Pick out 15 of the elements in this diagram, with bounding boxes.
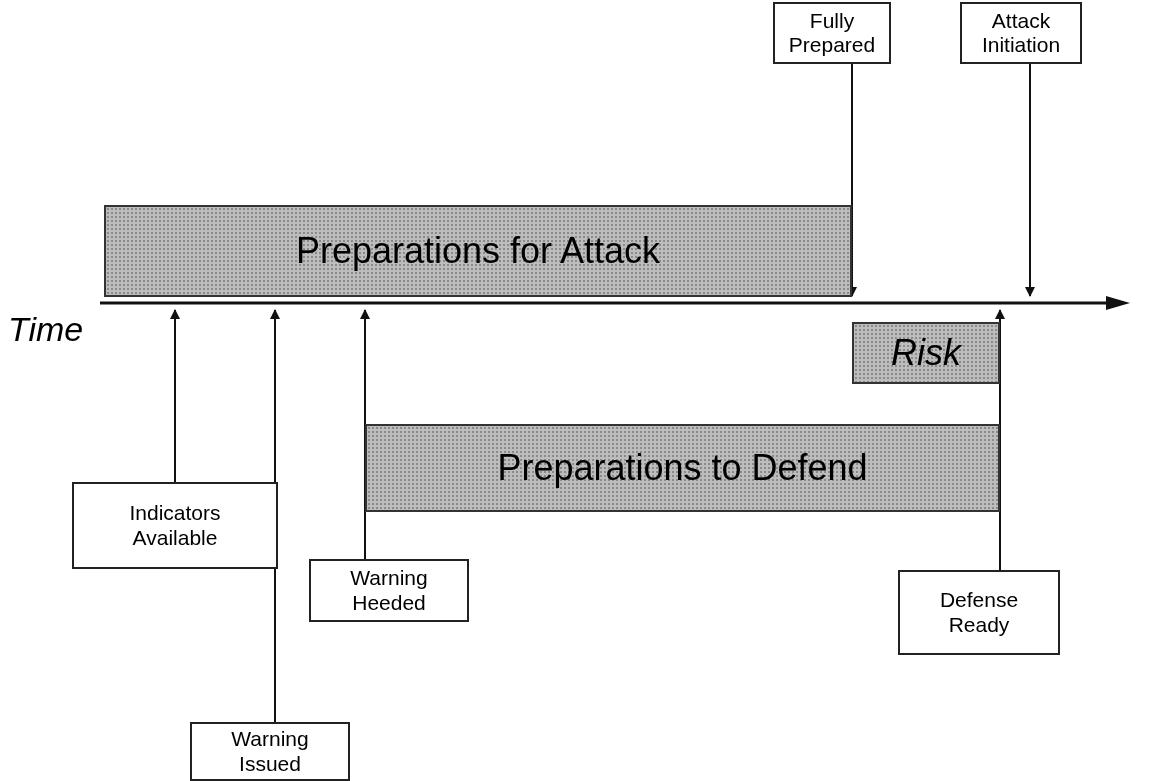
arrow	[170, 309, 180, 483]
axis-label: Time	[8, 310, 84, 349]
event-box: Warning Issued	[190, 722, 350, 781]
timeline-bar: Preparations for Attack	[104, 205, 852, 297]
arrow	[360, 309, 370, 560]
time-axis	[100, 296, 1130, 310]
event-box: Defense Ready	[898, 570, 1060, 655]
event-box: Warning Heeded	[309, 559, 469, 622]
event-box: Attack Initiation	[960, 2, 1082, 64]
event-box: Indicators Available	[72, 482, 278, 569]
arrow	[995, 309, 1005, 571]
event-box: Fully Prepared	[773, 2, 891, 64]
timeline-bar: Risk	[852, 322, 1000, 384]
arrow	[1025, 63, 1035, 297]
timeline-bar: Preparations to Defend	[365, 424, 1000, 512]
